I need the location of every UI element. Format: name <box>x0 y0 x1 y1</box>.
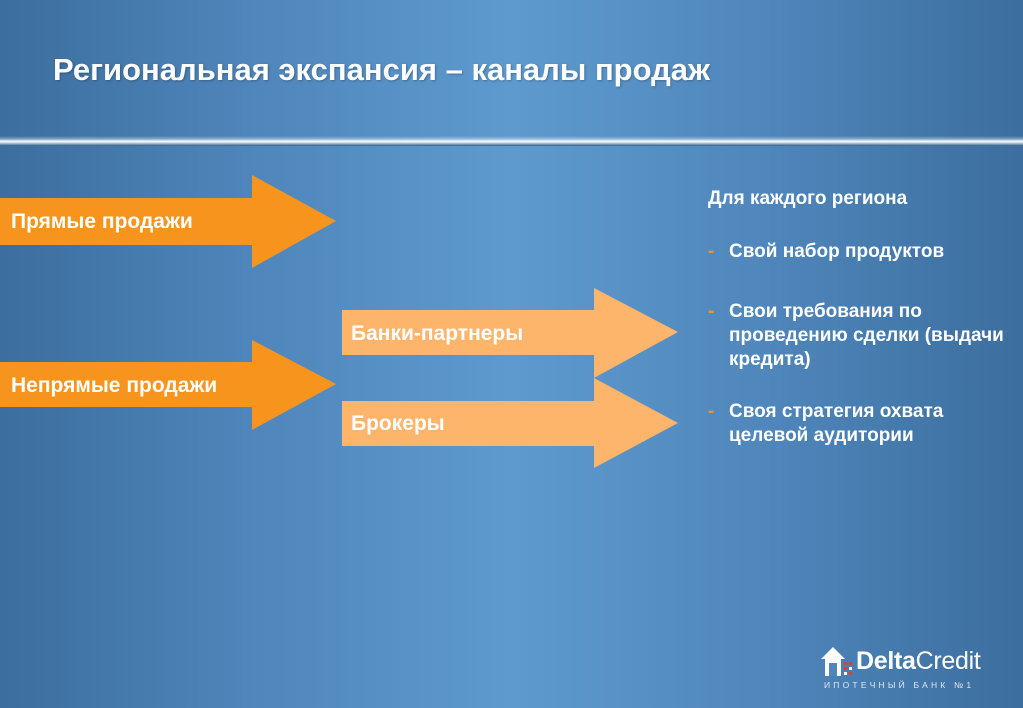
dash-bullet-icon: - <box>708 301 715 322</box>
panel-heading: Для каждого региона <box>708 188 908 209</box>
title-divider <box>0 136 1023 146</box>
brokers-label: Брокеры <box>351 412 445 435</box>
list-item-text: Своя стратегия охвата целевой аудитории <box>729 401 944 446</box>
region-requirements-panel: Для каждого региона - Свой набор продукт… <box>708 188 1018 474</box>
partner-banks-arrow <box>342 288 678 378</box>
house-logo-icon <box>821 647 852 676</box>
logo-wordmark: DeltaCredit <box>856 647 981 676</box>
deltacredit-logo: DeltaCredit ИПОТЕЧНЫЙ БАНК №1 <box>818 644 1014 694</box>
list-item-text: Свой набор продуктов <box>729 241 945 262</box>
page-title: Региональная экспансия – каналы продаж <box>53 52 711 87</box>
logo-tagline: ИПОТЕЧНЫЙ БАНК №1 <box>824 680 975 690</box>
dash-bullet-icon: - <box>708 401 715 422</box>
partner-banks-label: Банки-партнеры <box>351 322 524 345</box>
direct-sales-label: Прямые продажи <box>11 210 193 233</box>
region-requirements-list: - Свой набор продуктов - Свои требования… <box>708 240 1018 448</box>
list-item: - Своя стратегия охвата целевой аудитори… <box>708 400 1018 448</box>
direct-sales-arrow <box>0 175 336 268</box>
indirect-sales-arrow <box>0 340 336 430</box>
list-item: - Свой набор продуктов <box>708 240 1018 264</box>
brokers-arrow <box>342 378 678 468</box>
list-item: - Свои требования по проведению сделки (… <box>708 300 1018 372</box>
logo-brand-bold: Delta <box>856 647 916 675</box>
dash-bullet-icon: - <box>708 241 715 262</box>
logo-brand-light: Credit <box>915 647 981 675</box>
indirect-sales-label: Непрямые продажи <box>11 374 218 397</box>
list-item-text: Свои требования по проведению сделки (вы… <box>729 301 1004 370</box>
